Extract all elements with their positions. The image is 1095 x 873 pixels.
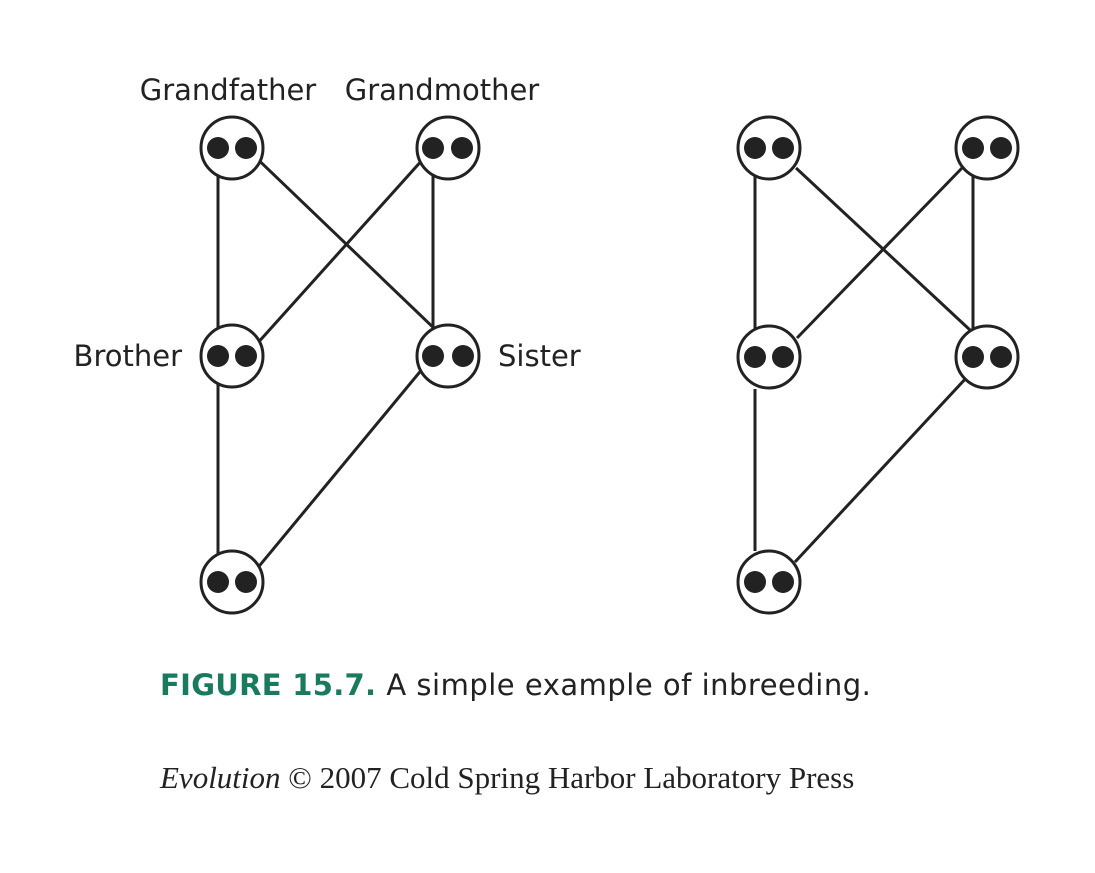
label-brother: Brother [74, 339, 183, 373]
allele-dot [990, 137, 1012, 159]
allele-dot [207, 137, 229, 159]
node-sister [954, 324, 1020, 390]
edge-sister-offspring [244, 355, 435, 583]
allele-dot [235, 571, 257, 593]
allele-dot [207, 571, 229, 593]
label-grandmother: Grandmother [345, 73, 540, 107]
node-brother [199, 323, 265, 389]
allele-dot [744, 346, 766, 368]
figure-caption: FIGURE 15.7. A simple example of inbreedi… [160, 668, 871, 702]
edge-grandfather-sister [244, 146, 465, 358]
node-grandfather [199, 115, 265, 181]
allele-dot [990, 346, 1012, 368]
label-sister: Sister [498, 339, 581, 373]
allele-dot [962, 346, 984, 368]
left-pedigree: Grandfather Grandmother Brother Sister [74, 73, 581, 615]
credit-book-title: Evolution [160, 760, 281, 795]
node-offspring [199, 549, 265, 615]
allele-dot [235, 345, 257, 367]
allele-dot [451, 137, 473, 159]
edge-sister-offspring [793, 374, 970, 564]
allele-dot [744, 571, 766, 593]
allele-dot [422, 345, 444, 367]
node-brother [736, 324, 802, 390]
credit-text: © 2007 Cold Spring Harbor Laboratory Pre… [288, 760, 855, 795]
edge-grandmother-brother [244, 146, 435, 358]
allele-dot [452, 345, 474, 367]
allele-dot [235, 137, 257, 159]
allele-dot [772, 137, 794, 159]
node-grandfather [736, 115, 802, 181]
allele-dot [207, 345, 229, 367]
node-grandmother [415, 115, 481, 181]
inbreeding-diagram: Grandfather Grandmother Brother Sister [74, 73, 1020, 615]
allele-dot [744, 137, 766, 159]
node-sister [415, 323, 481, 389]
node-grandmother [954, 115, 1020, 181]
copyright-credit: Evolution © 2007 Cold Spring Harbor Labo… [160, 760, 854, 796]
allele-dot [772, 571, 794, 593]
label-grandfather: Grandfather [140, 73, 317, 107]
node-offspring [736, 549, 802, 615]
allele-dot [962, 137, 984, 159]
caption-label: FIGURE 15.7. [160, 668, 377, 702]
allele-dot [422, 137, 444, 159]
edge-grandmother-brother [795, 165, 965, 340]
caption-text: A simple example of inbreeding. [386, 668, 872, 702]
right-pedigree [736, 115, 1020, 615]
allele-dot [772, 346, 794, 368]
